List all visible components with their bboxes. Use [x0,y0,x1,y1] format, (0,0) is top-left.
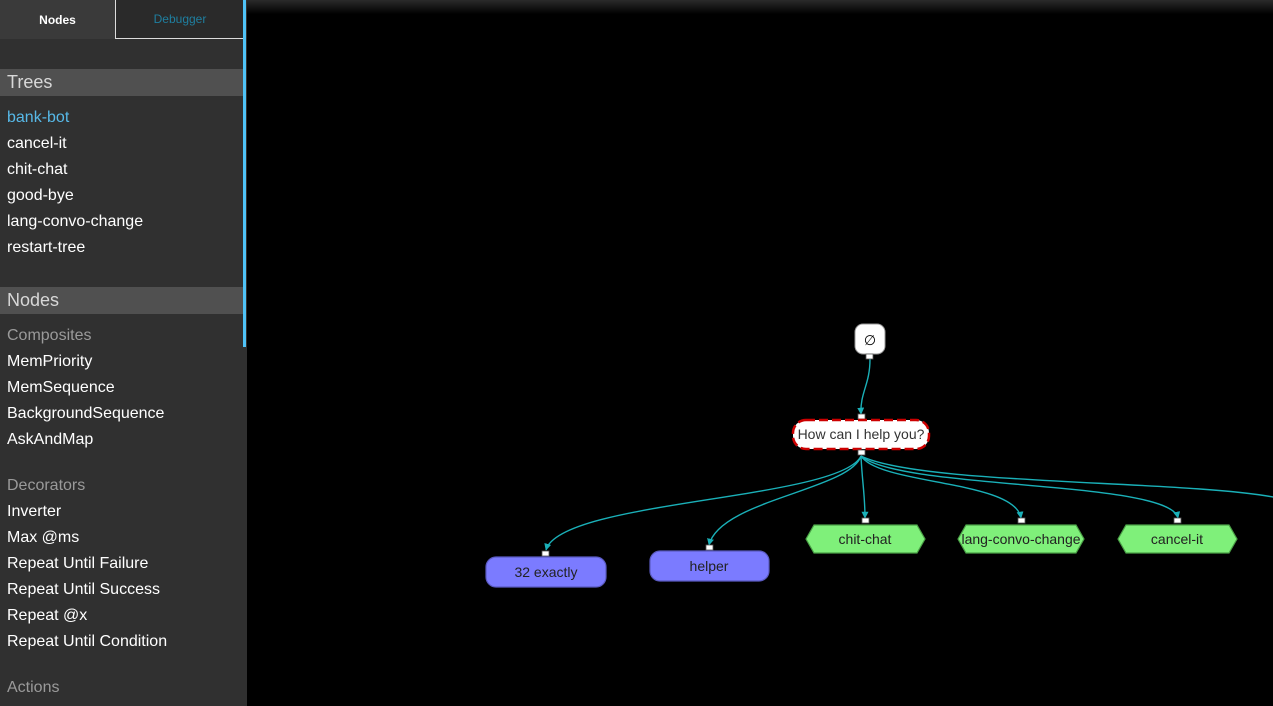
edge-question-to-chit-chat [860,455,869,519]
tree-canvas[interactable] [247,0,1273,706]
tree-item-restart-tree[interactable]: restart-tree [7,239,86,256]
node-item-max-ms[interactable]: Max @ms [7,529,80,546]
category-decorators: Decorators [7,477,86,494]
subtree-node-lang-convo-change-label: lang-convo-change [961,531,1080,547]
sidebar-tabs: Nodes Debugger [0,0,244,39]
node-item-mempriority[interactable]: MemPriority [7,353,93,370]
subtree-node-cancel-it[interactable]: cancel-it [1117,517,1238,554]
question-node[interactable]: How can I help you? [791,413,931,456]
subtree-node-lang-convo-change[interactable]: lang-convo-change [957,517,1085,554]
node-item-repeat-x[interactable]: Repeat @x [7,607,88,624]
tab-nodes[interactable]: Nodes [0,0,115,39]
subtree-node-cancel-it-label: cancel-it [1151,531,1203,547]
tab-debugger[interactable]: Debugger [115,0,244,39]
node-item-inverter[interactable]: Inverter [7,503,62,520]
action-node-helper[interactable]: helper [649,544,770,582]
node-item-backgroundsequence[interactable]: BackgroundSequence [7,405,165,422]
category-actions: Actions [7,679,60,696]
node-item-repeat-until-condition[interactable]: Repeat Until Condition [7,633,168,650]
node-item-repeat-until-failure[interactable]: Repeat Until Failure [7,555,149,572]
root-node[interactable]: ∅ [854,323,886,360]
edge-question-to-cancel-it [860,455,1181,519]
edge-root-to-question [857,358,871,415]
edge-question-offscreen [860,455,1273,498]
edge-question-to-32-exactly [544,455,862,551]
root-node-symbol: ∅ [864,332,876,348]
tree-item-chit-chat[interactable]: chit-chat [7,161,68,178]
edge-question-to-helper [707,455,862,546]
sidebar: Nodes Debugger Trees bank-bot cancel-it … [0,0,247,706]
tree-item-lang-convo-change[interactable]: lang-convo-change [7,213,144,230]
subtree-node-chit-chat[interactable]: chit-chat [805,517,926,554]
action-node-helper-label: helper [690,558,729,574]
trees-header: Trees [0,69,243,96]
question-node-label: How can I help you? [798,426,925,442]
tree-item-cancel-it[interactable]: cancel-it [7,135,67,152]
node-item-memsequence[interactable]: MemSequence [7,379,115,396]
node-item-repeat-until-success[interactable]: Repeat Until Success [7,581,160,598]
subtree-node-chit-chat-label: chit-chat [839,531,892,547]
canvas-top-shadow [247,0,1273,14]
sidebar-scroll-indicator[interactable] [243,0,246,347]
node-item-askandmap[interactable]: AskAndMap [7,431,94,448]
action-node-32-exactly[interactable]: 32 exactly [485,550,607,588]
action-node-32-exactly-label: 32 exactly [514,564,577,580]
edge-question-to-lang-convo-change [860,455,1024,519]
nodes-header: Nodes [0,287,243,314]
tree-item-bank-bot[interactable]: bank-bot [7,109,70,126]
edges [544,358,1273,551]
tree-item-good-bye[interactable]: good-bye [7,187,74,204]
category-composites: Composites [7,327,92,344]
